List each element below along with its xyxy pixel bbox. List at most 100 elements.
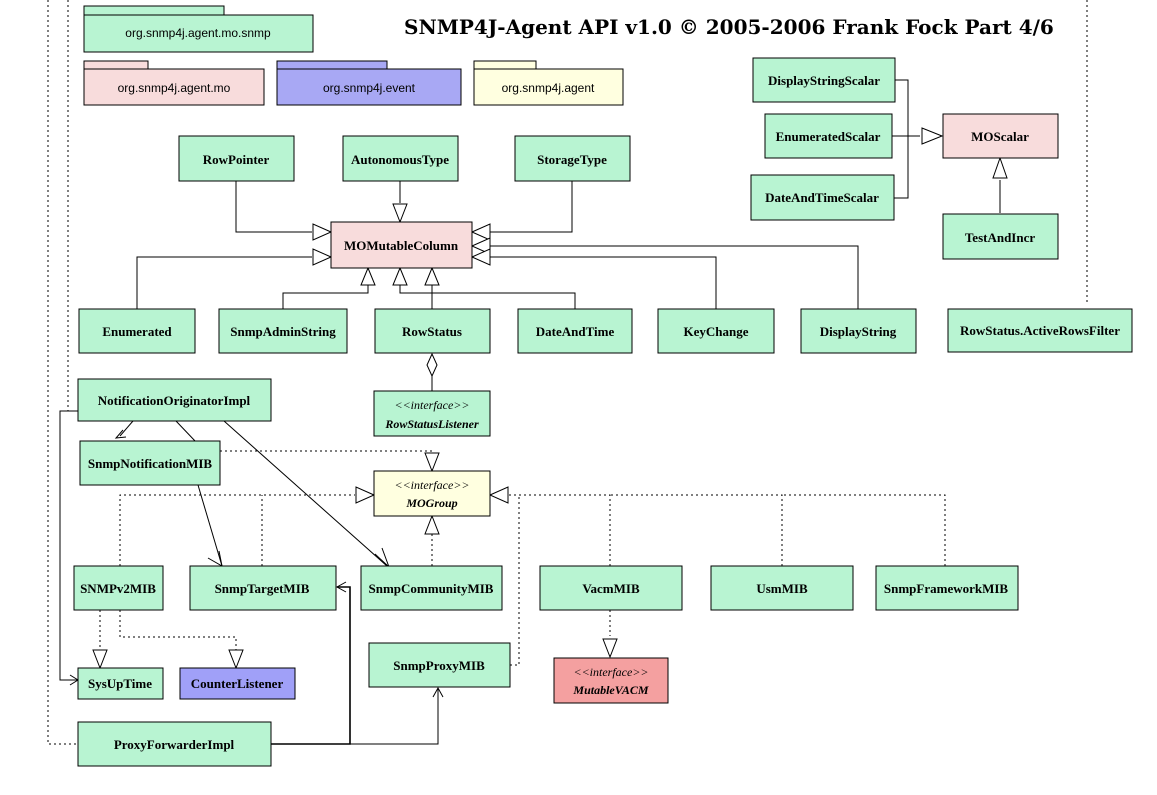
class-rowstatus-activerowsfilter[interactable]: RowStatus.ActiveRowsFilter	[947, 308, 1133, 353]
class-snmpcommunitymib[interactable]: SnmpCommunityMIB	[360, 565, 503, 611]
class-displaystringscalar[interactable]: DisplayStringScalar	[752, 57, 896, 103]
edge-dateandtimescalar-moscalar	[894, 136, 909, 199]
edge-snmpv2mib-counterlistener	[119, 610, 237, 650]
outer-package-boundary-left-lower	[47, 0, 78, 745]
class-sysuptime-label: SysUpTime	[88, 676, 152, 691]
edge-snmpproxymib-mogroup	[510, 495, 520, 666]
class-momutablecolumn-label: MOMutableColumn	[344, 238, 459, 253]
edge-usmmib-mogroup	[610, 494, 783, 566]
class-snmpv2mib[interactable]: SNMPv2MIB	[73, 565, 164, 611]
interface-mogroup-label: MOGroup	[405, 496, 457, 510]
edge-snmpv2mib-mogroup	[119, 494, 355, 566]
edge-snmpnotificationmib-snmptargetmib	[197, 484, 223, 567]
class-keychange-label: KeyChange	[684, 324, 749, 339]
class-counterlistener-label: CounterListener	[191, 676, 284, 691]
class-dateandtimescalar[interactable]: DateAndTimeScalar	[750, 174, 895, 221]
class-displaystring-label: DisplayString	[820, 324, 897, 339]
interface-mogroup[interactable]: <<interface>> MOGroup	[373, 470, 491, 517]
class-testandincr[interactable]: TestAndIncr	[942, 213, 1059, 260]
edge-notificationoriginator-sysuptime	[59, 410, 78, 681]
package-legend-mo: org.snmp4j.agent.mo	[83, 60, 265, 106]
edge-proxyforwarder-snmpproxymib	[350, 688, 439, 745]
class-momutablecolumn[interactable]: MOMutableColumn	[330, 221, 473, 269]
class-snmpcommunitymib-label: SnmpCommunityMIB	[369, 581, 494, 596]
class-snmpv2mib-label: SNMPv2MIB	[80, 581, 156, 596]
class-rowstatus-activerowsfilter-label: RowStatus.ActiveRowsFilter	[960, 323, 1120, 338]
class-notificationoriginatorimpl[interactable]: NotificationOriginatorImpl	[77, 378, 272, 422]
edge-displaystringscalar-moscalar	[895, 79, 920, 137]
class-enumeratedscalar[interactable]: EnumeratedScalar	[764, 113, 893, 159]
edge-dateandtime-momutablecolumn	[431, 285, 576, 309]
edge-notificationoriginator-snmpnotificationmib	[119, 420, 134, 437]
package-legend-agent-label: org.snmp4j.agent	[502, 81, 595, 95]
edge-displaystring-momutablecolumn	[490, 245, 859, 309]
class-enumeratedscalar-label: EnumeratedScalar	[776, 129, 881, 144]
package-legend-mo-label: org.snmp4j.agent.mo	[118, 81, 231, 95]
class-vacmmib[interactable]: VacmMIB	[539, 565, 683, 611]
class-proxyforwarderimpl[interactable]: ProxyForwarderImpl	[77, 721, 272, 767]
class-autonomoustype[interactable]: AutonomousType	[342, 135, 459, 182]
class-keychange[interactable]: KeyChange	[657, 308, 775, 354]
class-usmmib-label: UsmMIB	[756, 581, 808, 596]
arrowheads	[92, 127, 1008, 670]
interface-rowstatuslistener-stereotype: <<interface>>	[394, 398, 469, 412]
class-storagetype-label: StorageType	[537, 152, 607, 167]
class-testandincr-label: TestAndIncr	[965, 230, 1036, 245]
edge-snmpframeworkmib-mogroup	[782, 494, 946, 566]
edge-snmpadminstring-momutablecolumn	[282, 285, 369, 309]
edge-rowpointer-momutablecolumn	[235, 181, 312, 233]
interface-mutablevacm-label: MutableVACM	[572, 683, 648, 697]
class-snmpadminstring-label: SnmpAdminString	[230, 324, 336, 339]
class-snmpnotificationmib-label: SnmpNotificationMIB	[88, 456, 213, 471]
class-enumerated[interactable]: Enumerated	[78, 308, 196, 354]
class-snmpproxymib-label: SnmpProxyMIB	[393, 658, 485, 673]
package-legend-snmp-label: org.snmp4j.agent.mo.snmp	[125, 26, 271, 40]
edge-keychange-momutablecolumn	[490, 256, 717, 309]
class-snmptargetmib-label: SnmpTargetMIB	[215, 581, 310, 596]
class-storagetype[interactable]: StorageType	[514, 135, 631, 182]
class-snmpadminstring[interactable]: SnmpAdminString	[218, 308, 348, 354]
edge-vacmmib-mogroup	[508, 494, 611, 566]
class-dateandtime-label: DateAndTime	[536, 324, 615, 339]
outer-package-boundary-left	[67, 0, 78, 412]
diagram-title: SNMP4J-Agent API v1.0 © 2005-2006 Frank …	[404, 15, 1054, 39]
class-vacmmib-label: VacmMIB	[582, 581, 640, 596]
edge-storagetype-momutablecolumn	[490, 181, 573, 233]
class-moscalar[interactable]: MOScalar	[942, 113, 1059, 159]
class-proxyforwarderimpl-label: ProxyForwarderImpl	[114, 737, 235, 752]
edge-enumerated-momutablecolumn	[136, 256, 312, 309]
class-moscalar-label: MOScalar	[971, 129, 1029, 144]
edge-snmpnotificationmib-mogroup	[220, 450, 433, 470]
class-rowstatus-label: RowStatus	[402, 324, 462, 339]
class-snmpframeworkmib[interactable]: SnmpFrameworkMIB	[875, 565, 1019, 611]
class-sysuptime[interactable]: SysUpTime	[77, 667, 164, 700]
class-dateandtimescalar-label: DateAndTimeScalar	[765, 190, 879, 205]
class-displaystringscalar-label: DisplayStringScalar	[768, 73, 880, 88]
edge-notificationoriginator-snmptargetmib	[175, 420, 197, 443]
interface-mutablevacm-stereotype: <<interface>>	[573, 665, 648, 679]
class-rowpointer-label: RowPointer	[203, 152, 270, 167]
interface-mutablevacm[interactable]: <<interface>> MutableVACM	[553, 657, 669, 704]
package-legend-event: org.snmp4j.event	[276, 60, 462, 106]
class-dateandtime[interactable]: DateAndTime	[517, 308, 633, 354]
package-legend-snmp: org.snmp4j.agent.mo.snmp	[83, 5, 314, 53]
class-enumerated-label: Enumerated	[102, 324, 172, 339]
class-displaystring[interactable]: DisplayString	[800, 308, 917, 354]
interface-rowstatuslistener[interactable]: <<interface>> RowStatusListener	[373, 390, 491, 437]
aggregation-diamond	[426, 352, 438, 378]
class-notificationoriginatorimpl-label: NotificationOriginatorImpl	[98, 393, 251, 408]
package-legend-agent: org.snmp4j.agent	[473, 60, 624, 106]
package-legend-event-label: org.snmp4j.event	[323, 81, 416, 95]
class-snmptargetmib[interactable]: SnmpTargetMIB	[189, 565, 337, 611]
class-autonomoustype-label: AutonomousType	[351, 152, 449, 167]
class-snmpproxymib[interactable]: SnmpProxyMIB	[368, 642, 511, 688]
class-counterlistener[interactable]: CounterListener	[179, 667, 296, 700]
edge-rowstatus-momutablecolumn	[399, 285, 433, 309]
interface-mogroup-stereotype: <<interface>>	[394, 478, 469, 492]
class-usmmib[interactable]: UsmMIB	[710, 565, 854, 611]
class-rowpointer[interactable]: RowPointer	[178, 135, 295, 182]
edge-notificationoriginator-snmpcommunitymib	[223, 420, 388, 567]
class-snmpnotificationmib[interactable]: SnmpNotificationMIB	[79, 440, 221, 486]
class-rowstatus[interactable]: RowStatus	[374, 308, 491, 354]
